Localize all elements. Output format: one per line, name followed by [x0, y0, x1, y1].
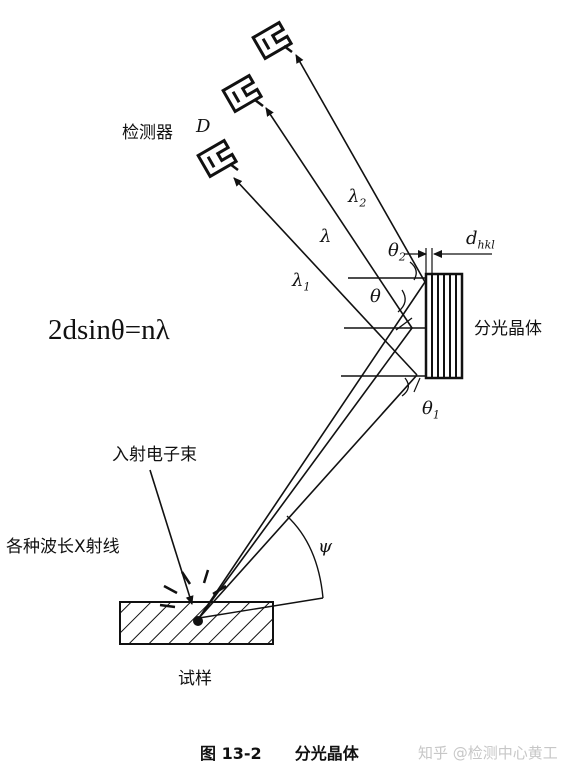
sample-label: 试样 [178, 669, 212, 689]
lambda1-label: λ1 [292, 270, 311, 294]
figure-title: 分光晶体 [294, 744, 359, 763]
takeoff-baseline [198, 597, 324, 619]
theta-arc [397, 289, 406, 313]
theta1-arc [401, 377, 409, 397]
crystal-normal-lines [341, 277, 426, 377]
theta-label: θ [370, 286, 381, 307]
lambda2-label: λ2 [348, 186, 367, 210]
bragg-formula: 2dsinθ=nλ [48, 314, 170, 346]
source-rays [198, 281, 426, 619]
theta1-leader [413, 377, 421, 393]
detector-icon [251, 20, 294, 61]
incident-beam-label: 入射电子束 [112, 445, 197, 465]
detector-symbol: D [196, 116, 211, 137]
detector-slits [229, 45, 293, 171]
theta-marker [395, 317, 413, 331]
dhkl-label: dhkl [466, 228, 495, 252]
crystal-label: 分光晶体 [474, 319, 542, 339]
detector-icon [196, 138, 239, 179]
watermark-text: 知乎 @检测中心黄工 [418, 744, 558, 762]
figure-number: 图 13-2 [200, 744, 262, 763]
lambda-label: λ [320, 226, 332, 247]
theta2-label: θ2 [388, 240, 406, 264]
psi-arc [286, 515, 324, 599]
figure-caption: 图 13-2 分光晶体 [200, 740, 359, 764]
diffracted-rays [233, 54, 426, 376]
impact-point [193, 616, 203, 626]
theta2-arc [409, 261, 417, 281]
detector-label: 检测器 [122, 123, 173, 143]
incident-beam-arrow [149, 469, 194, 605]
detector-icon [221, 73, 264, 114]
theta1-label: θ1 [422, 398, 440, 422]
xrays-label: 各种波长X射线 [6, 537, 120, 557]
psi-label: ψ [318, 536, 333, 557]
analyzing-crystal [424, 272, 464, 380]
